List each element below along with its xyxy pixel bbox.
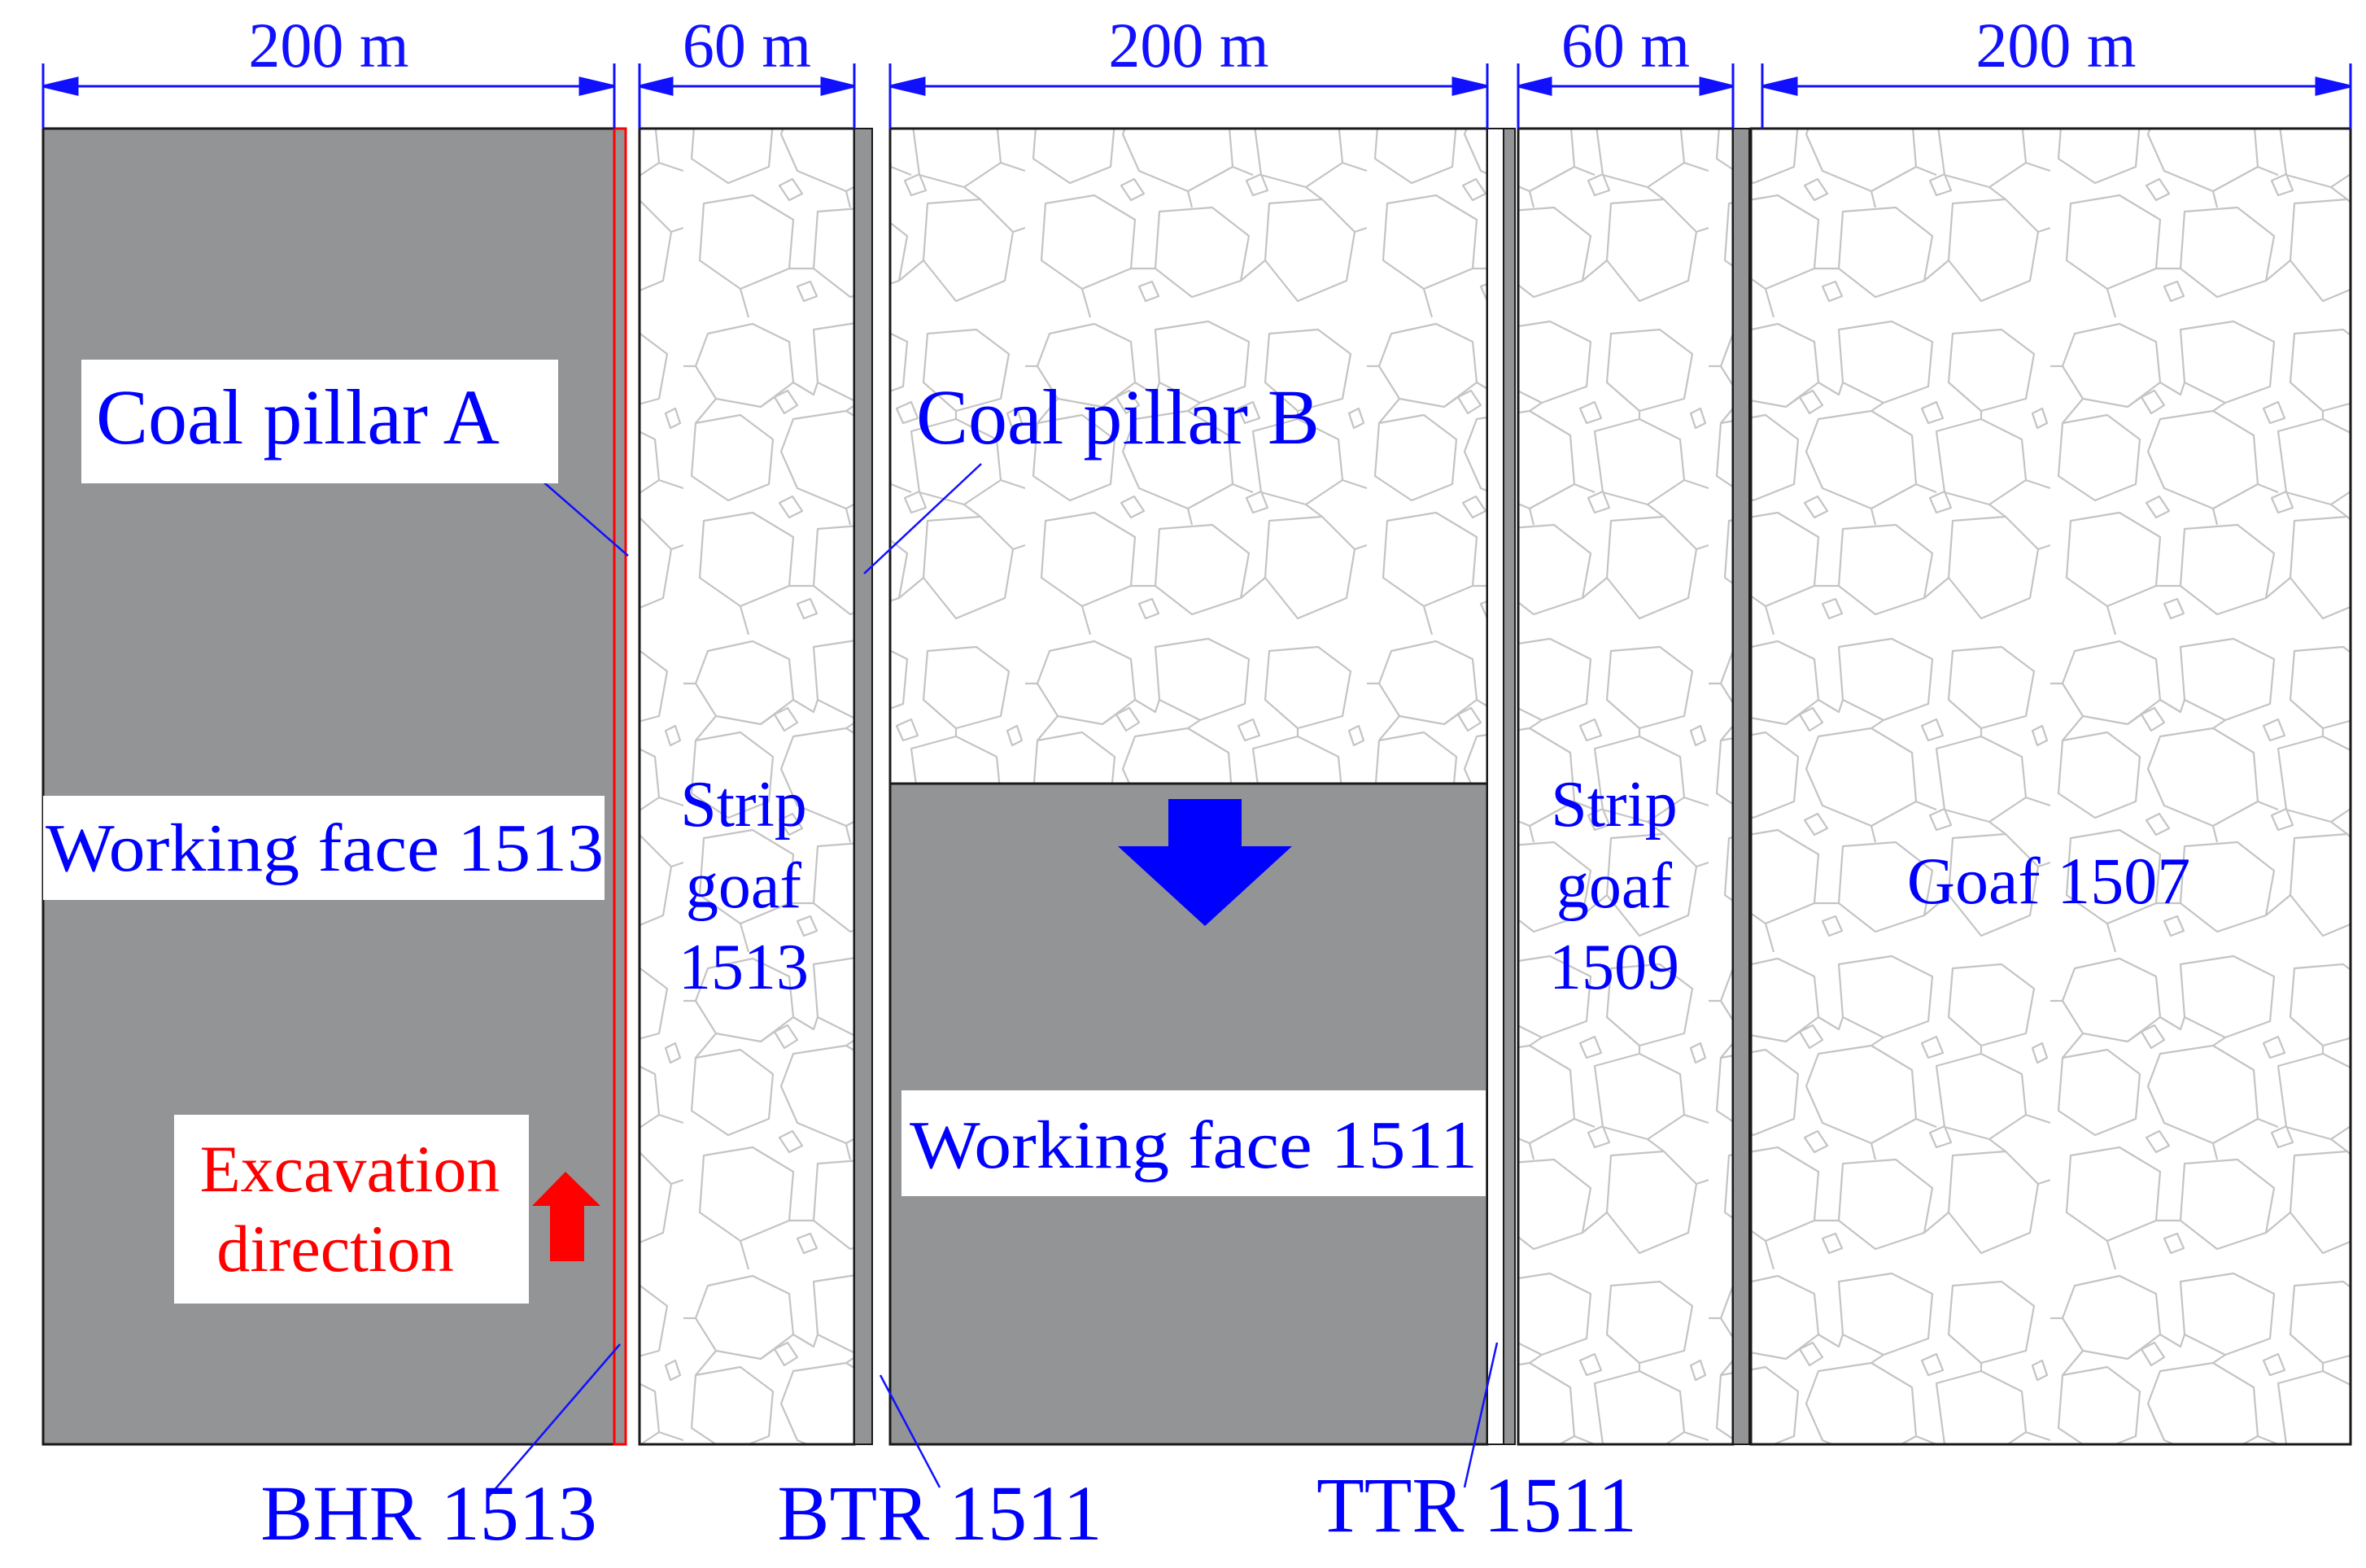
dim-label-panel-1511: 200 m [1108, 10, 1268, 81]
excavation-direction-label: Excavation direction [200, 1132, 500, 1286]
dim-label-strip-1513: 60 m [683, 10, 811, 81]
strip-goaf-1509-line-2: goaf [1556, 850, 1673, 922]
working-face-1511-label: Working face 1511 [910, 1107, 1478, 1183]
strip-goaf-1509-line-3: 1509 [1549, 932, 1679, 1003]
strip-goaf-1513-line-2: goaf [686, 850, 802, 922]
strip-goaf-1513-area [638, 127, 856, 1446]
coal-pillar-b-label: Coal pillar B [916, 373, 1320, 461]
strip-goaf-1513-line-3: 1513 [679, 932, 809, 1003]
excavation-direction-line-1: Excavation [200, 1132, 500, 1206]
strip-goaf-1509-line-1: Strip [1551, 769, 1678, 841]
working-face-1513-label-box [43, 796, 605, 900]
strip-goaf-1509-label: Strip goaf 1509 [1549, 769, 1679, 1003]
up-arrow-icon [532, 1172, 600, 1261]
coal-pillar-a-label: Coal pillar A [96, 373, 500, 461]
goaf-1507-label: Goaf 1507 [1907, 844, 2190, 918]
coal-pillar-b [853, 128, 873, 1445]
ttr-1511-label: TTR 1511 [1316, 1461, 1637, 1548]
working-face-1511-label-box [901, 1090, 1486, 1196]
strip-goaf-1509-area [1517, 127, 1735, 1446]
strip-goaf-1513-label: Strip goaf 1513 [679, 769, 809, 1003]
working-face-1513-label: Working face 1513 [46, 810, 604, 886]
strip-goaf-1513-line-1: Strip [680, 769, 807, 841]
panel-1511-goaf-area [888, 127, 1489, 785]
ttr-1511-roadway [1486, 128, 1504, 1445]
dim-label-panel-a: 200 m [248, 10, 408, 81]
dim-label-strip-1509: 60 m [1561, 10, 1690, 81]
coal-pillar-a [613, 127, 627, 1446]
pillar-strip-1509 [1503, 128, 1516, 1445]
dimension-lines [41, 63, 2352, 129]
excavation-direction-line-2: direction [216, 1212, 453, 1286]
coal-pillar-a-label-box [81, 360, 558, 483]
bhr-1513-label: BHR 1513 [260, 1470, 596, 1557]
pillar-strip-1507 [1732, 128, 1750, 1445]
excavation-direction-label-box [174, 1115, 529, 1304]
down-arrow-icon [1118, 799, 1292, 926]
goaf-1507-area [1749, 127, 2352, 1446]
btr-1511-label: BTR 1511 [777, 1470, 1102, 1557]
dim-label-goaf-1507: 200 m [1975, 10, 2136, 81]
